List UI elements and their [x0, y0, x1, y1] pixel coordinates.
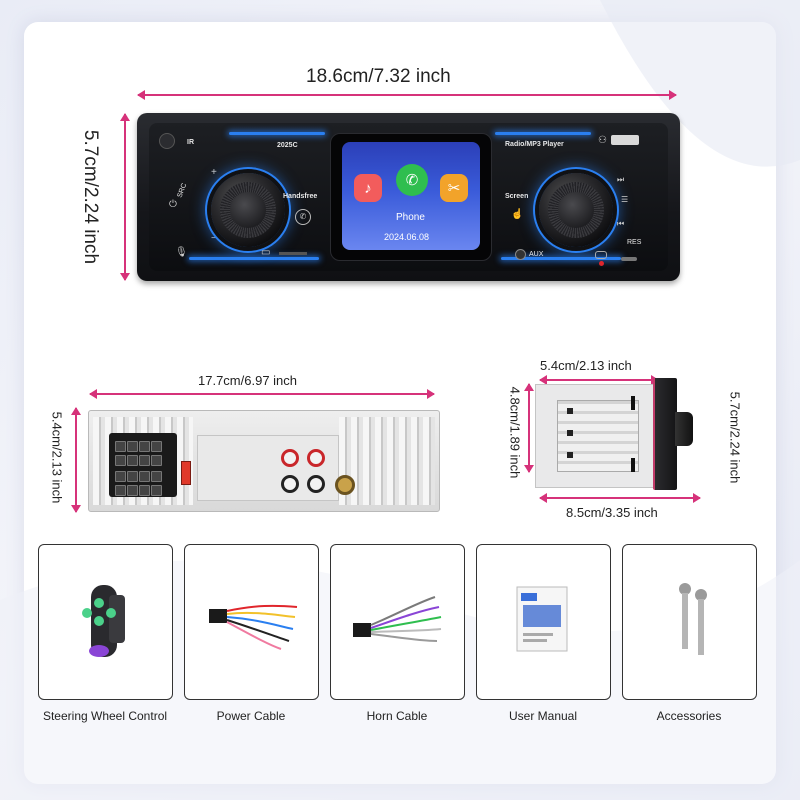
next-track-icon[interactable]: ⏭: [617, 175, 625, 184]
side-knob: [675, 412, 693, 446]
rear-height-label: 5.4cm/2.13 inch: [49, 411, 65, 504]
side-inner-height-arrow: [524, 383, 534, 473]
phone-app-label: Phone: [396, 212, 425, 223]
model-label: 2025C: [277, 142, 298, 149]
rear-width-label: 17.7cm/6.97 inch: [198, 373, 298, 388]
side-height-label: 5.7cm/2.24 inch: [727, 391, 743, 484]
screws-icon: [679, 583, 707, 655]
volume-plus-icon: +: [211, 167, 217, 178]
front-width-arrow: [137, 90, 677, 100]
side-clip-bottom: [631, 458, 635, 472]
phone-app-icon[interactable]: ✆: [396, 164, 428, 196]
accessory-label-horn-cable: Horn Cable: [366, 709, 428, 723]
sd-slot: [279, 252, 307, 255]
car-radio-front: IR 2025C Radio/MP3 Player ⚇ SRC ⏻ + − Ha…: [137, 113, 680, 281]
front-height-label: 5.7cm/2.24 inch: [80, 129, 101, 265]
side-clip-top: [631, 396, 635, 410]
microphone-icon: 🎙: [175, 247, 188, 258]
screen-button-label: Screen: [505, 193, 529, 200]
side-hole-3: [567, 452, 573, 458]
heatsink-fins-right: [339, 417, 435, 505]
aux-label: AUX: [529, 251, 544, 258]
rear-width-arrow: [89, 389, 435, 399]
rca-red-left: [281, 449, 299, 467]
light-bar-bottom-right: [501, 257, 621, 260]
side-faceplate: [653, 378, 677, 490]
accessory-label-screws: Accessories: [656, 709, 722, 723]
handsfree-label: Handsfree: [283, 193, 318, 200]
usb-port-icon: [611, 135, 639, 145]
prev-track-icon[interactable]: ⏮: [617, 219, 625, 228]
volume-knob[interactable]: [211, 173, 285, 247]
antenna-socket: [335, 475, 355, 495]
steering-wheel-remote-icon: [82, 585, 125, 657]
ir-label: IR: [187, 139, 194, 146]
usb-symbol-icon: ⚇: [598, 135, 607, 146]
accessory-box-screws[interactable]: [622, 544, 757, 700]
equalizer-icon[interactable]: ☰: [621, 195, 629, 204]
tuning-knob[interactable]: [539, 173, 613, 247]
side-inner-height-label: 4.8cm/1.89 inch: [507, 386, 523, 479]
screen-date: 2024.06.08: [384, 232, 430, 242]
light-bar-top-right: [495, 132, 591, 135]
accessory-box-steering-wheel[interactable]: [38, 544, 173, 700]
sd-card-icon: ▭: [261, 247, 271, 258]
side-depth-label: 8.5cm/3.35 inch: [566, 505, 658, 520]
side-top-label: 5.4cm/2.13 inch: [540, 358, 632, 373]
side-depth-arrow: [539, 493, 701, 503]
radio-face: IR 2025C Radio/MP3 Player ⚇ SRC ⏻ + − Ha…: [149, 123, 668, 271]
front-width-label: 18.6cm/7.32 inch: [306, 66, 451, 87]
accessory-box-user-manual[interactable]: [476, 544, 611, 700]
accessory-box-power-cable[interactable]: [184, 544, 319, 700]
tools-app-icon[interactable]: ✂: [440, 174, 468, 202]
accessory-label-user-manual: User Manual: [508, 709, 578, 723]
iso-connector: [109, 433, 177, 497]
fuse: [181, 461, 191, 485]
rca-white-right: [307, 475, 325, 493]
music-app-icon[interactable]: ♪: [354, 174, 382, 202]
handsfree-phone-icon: ✆: [295, 209, 311, 225]
res-label: RES: [627, 239, 642, 246]
remote-sensor-icon: [595, 251, 607, 259]
side-hole-2: [567, 430, 573, 436]
light-bar-bottom-left: [189, 257, 319, 260]
accessory-label-steering-wheel: Steering Wheel Control: [42, 709, 168, 723]
usb-c-port: [621, 257, 637, 261]
accessory-label-power-cable: Power Cable: [216, 709, 286, 723]
radio-rear-view: [88, 410, 440, 512]
display-screen[interactable]: ♪ ✆ ✂ Phone 2024.06.08: [342, 142, 480, 250]
src-label: SRC: [176, 182, 189, 199]
screen-frame: ♪ ✆ ✂ Phone 2024.06.08: [330, 133, 492, 261]
red-led: [599, 261, 604, 266]
player-label: Radio/MP3 Player: [505, 141, 564, 148]
aux-jack-icon: [515, 249, 526, 260]
ir-sensor-icon: [159, 133, 175, 149]
radio-side-view: [535, 378, 705, 490]
rca-red-right: [307, 449, 325, 467]
rca-white-left: [281, 475, 299, 493]
side-hole-1: [567, 408, 573, 414]
power-cable-icon: [209, 604, 298, 650]
light-bar-top-left: [229, 132, 325, 135]
rear-height-arrow: [71, 407, 81, 513]
front-height-arrow: [120, 113, 130, 281]
touch-icon[interactable]: ☝: [511, 209, 524, 220]
volume-minus-icon: −: [211, 233, 217, 244]
user-manual-icon: [516, 586, 568, 652]
power-icon: ⏻: [169, 199, 177, 210]
accessory-box-horn-cable[interactable]: [330, 544, 465, 700]
horn-cable-icon: [353, 596, 442, 642]
